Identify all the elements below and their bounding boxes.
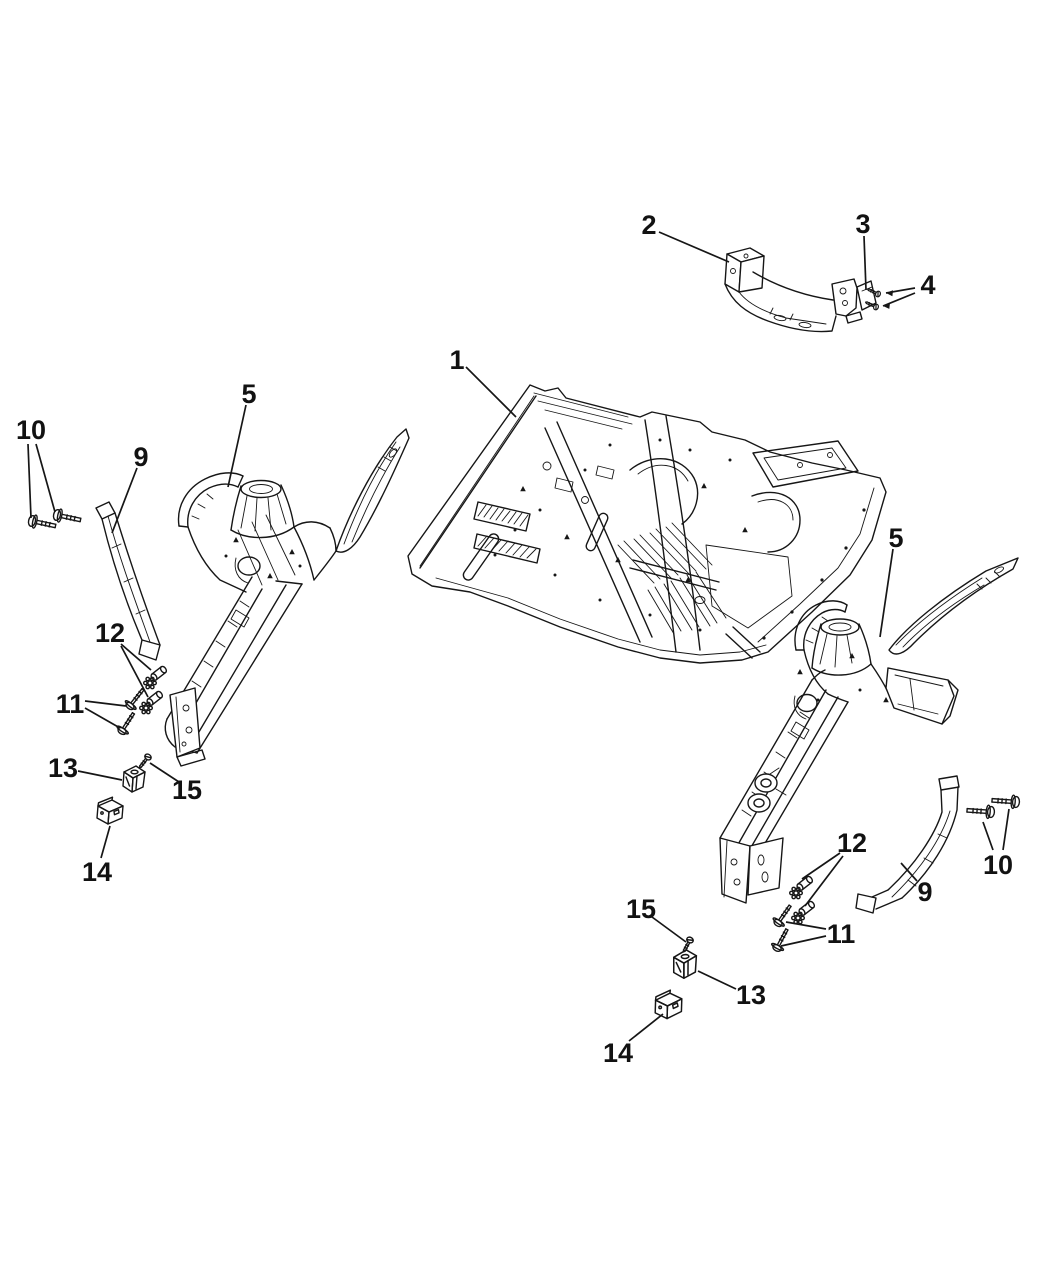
callout-label-9-right: 9 bbox=[917, 877, 932, 907]
leader-line bbox=[149, 762, 180, 783]
callout-label-15-left: 15 bbox=[172, 775, 202, 805]
callout-label-14-right: 14 bbox=[603, 1038, 633, 1068]
part-11-left-bolts-drawing bbox=[114, 684, 149, 738]
part-13-left-bracket-drawing bbox=[122, 765, 146, 793]
part-5-right-wheelhouse-drawing bbox=[719, 557, 1019, 904]
part-14-right-block-drawing bbox=[653, 988, 684, 1020]
callout-label-4: 4 bbox=[920, 270, 935, 300]
leader-line bbox=[120, 643, 152, 671]
part-5-left-wheelhouse-drawing bbox=[164, 428, 410, 767]
leader-line bbox=[227, 404, 247, 488]
callout-label-10-left: 10 bbox=[16, 415, 46, 445]
leader-line bbox=[27, 443, 32, 519]
callout-label-13-right: 13 bbox=[736, 980, 766, 1010]
leader-line bbox=[780, 935, 827, 947]
part-13-right-bracket-drawing bbox=[671, 948, 699, 980]
part-15-left-screw-drawing bbox=[136, 752, 154, 771]
callout-label-9-left: 9 bbox=[133, 442, 148, 472]
leader-line bbox=[651, 916, 687, 943]
leader-line bbox=[982, 821, 994, 851]
leader-lines bbox=[27, 231, 1010, 1042]
part-10-right-bolts-drawing bbox=[965, 793, 1021, 820]
callout-label-5-right: 5 bbox=[888, 523, 903, 553]
leader-line bbox=[658, 231, 730, 263]
leader-line bbox=[84, 700, 127, 707]
callout-label-12-left: 12 bbox=[95, 618, 125, 648]
part-14-left-block-drawing bbox=[96, 796, 124, 825]
leader-arrowheads bbox=[883, 290, 893, 309]
part-1-floor-pan-drawing bbox=[407, 384, 887, 664]
leader-line bbox=[77, 770, 123, 781]
leader-line bbox=[900, 862, 918, 882]
part-2-crossmember-drawing bbox=[724, 247, 863, 333]
leader-line bbox=[863, 235, 867, 291]
leader-line bbox=[879, 548, 894, 638]
callout-label-15-right: 15 bbox=[626, 894, 656, 924]
callout-label-13-left: 13 bbox=[48, 753, 78, 783]
leader-line bbox=[100, 825, 111, 859]
callout-label-11-right: 11 bbox=[827, 919, 856, 949]
callout-label-5-left: 5 bbox=[241, 379, 256, 409]
leader-line bbox=[84, 707, 121, 729]
leader-line bbox=[35, 443, 56, 513]
callout-label-12-right: 12 bbox=[837, 828, 867, 858]
callout-label-14-left: 14 bbox=[82, 857, 112, 887]
leader-line bbox=[120, 645, 149, 698]
leader-line bbox=[801, 852, 841, 880]
callout-label-10-right: 10 bbox=[983, 850, 1013, 880]
leader-line bbox=[785, 921, 827, 930]
leader-line bbox=[465, 366, 517, 418]
part-9-right-brace-drawing bbox=[855, 775, 960, 914]
callout-label-1: 1 bbox=[449, 345, 464, 375]
part-12-right-studs-drawing bbox=[789, 874, 817, 925]
callout-labels: 1 2 3 4 5 5 9 9 10 10 11 11 12 12 13 13 … bbox=[16, 209, 1013, 1068]
leader-line bbox=[111, 467, 138, 534]
leader-line bbox=[804, 855, 844, 907]
callout-label-2: 2 bbox=[641, 210, 656, 240]
leader-line bbox=[628, 1013, 664, 1042]
callout-label-3: 3 bbox=[855, 209, 870, 239]
leader-line bbox=[1002, 808, 1010, 851]
leader-line bbox=[697, 970, 737, 990]
callout-label-11-left: 11 bbox=[56, 689, 85, 719]
